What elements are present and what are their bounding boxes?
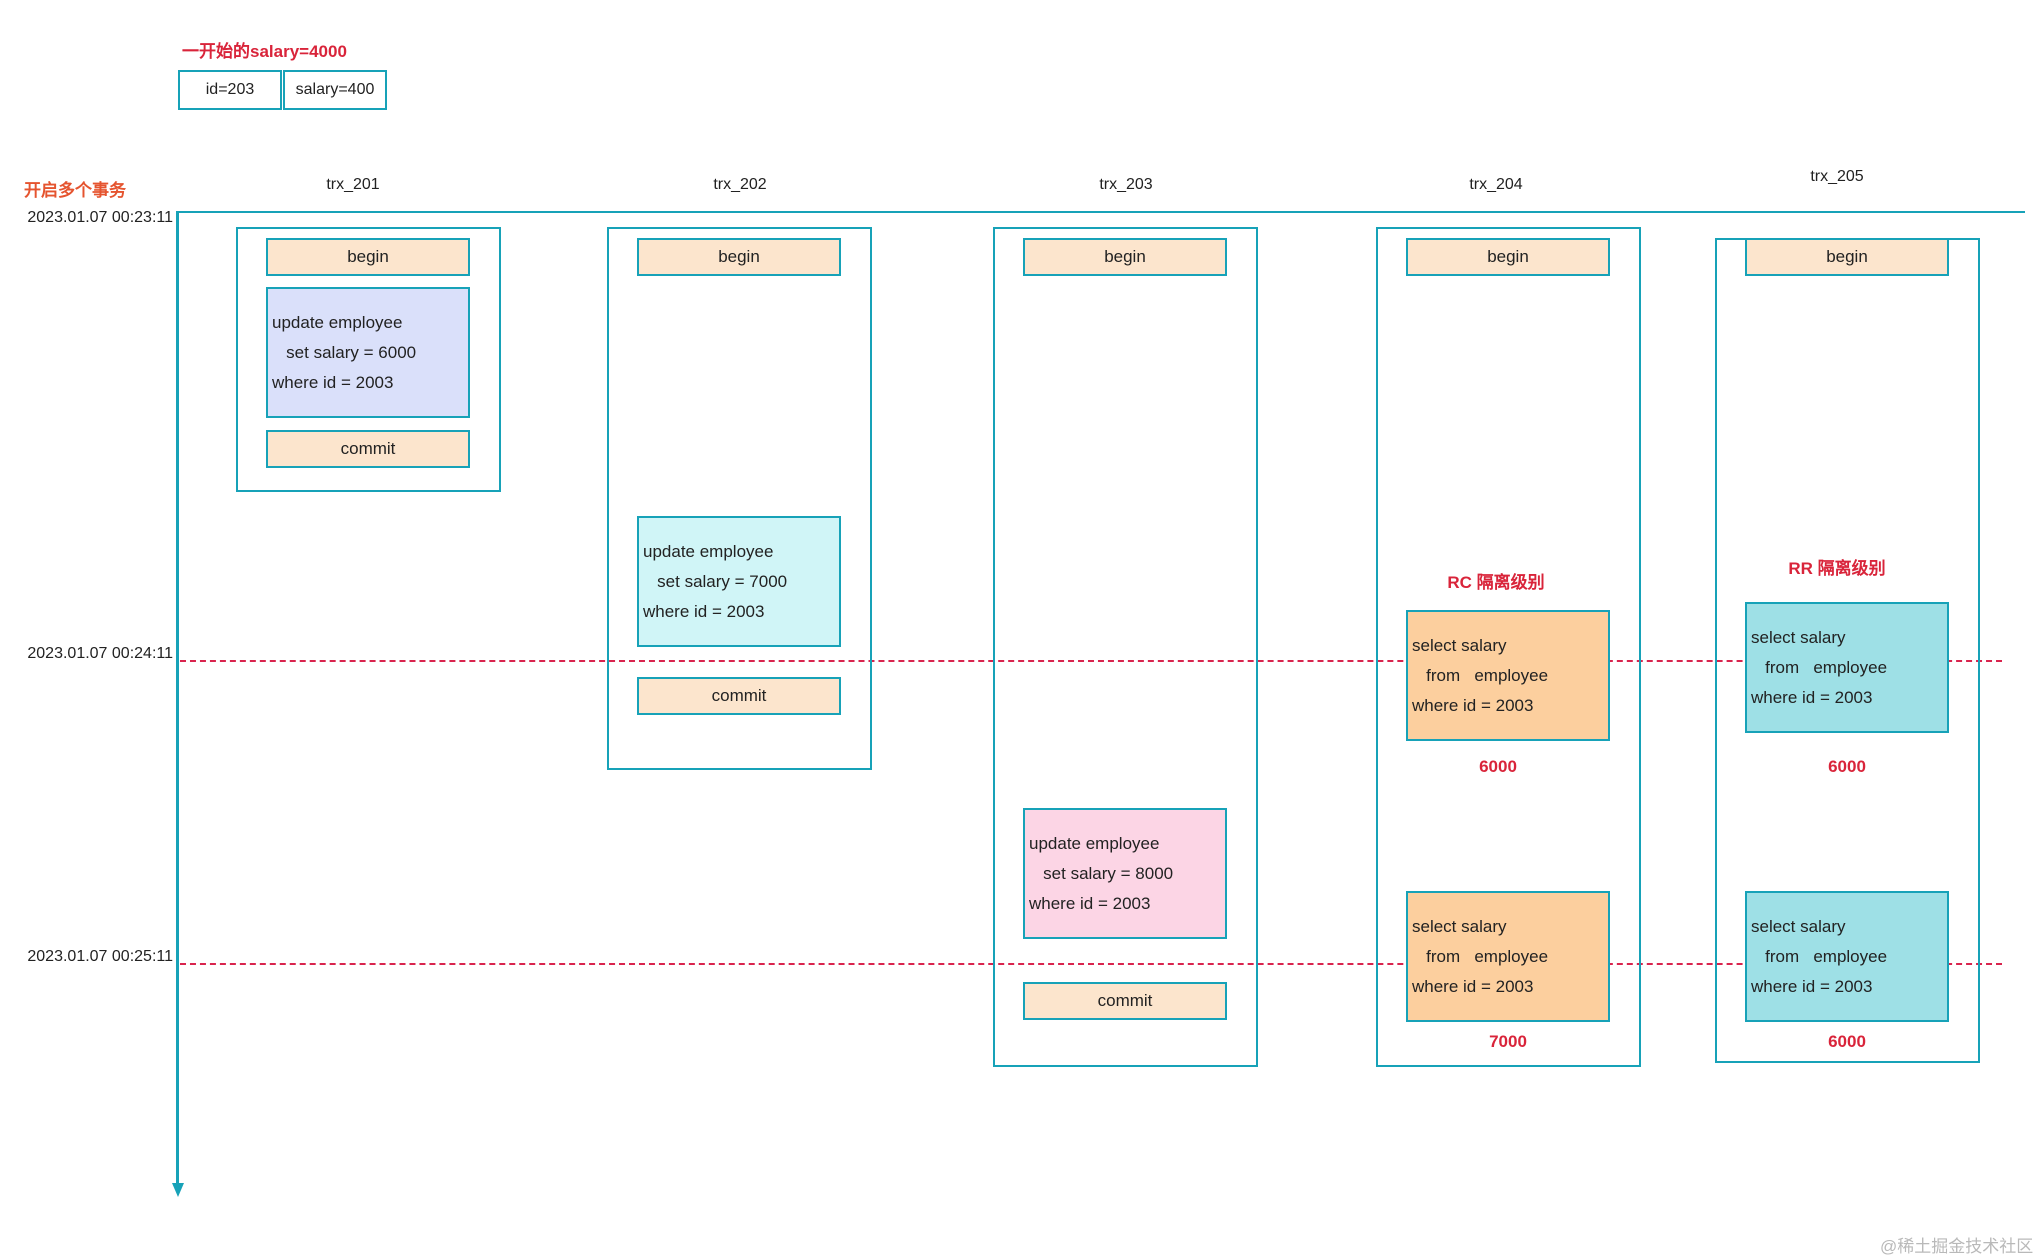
trx-203-box	[993, 227, 1258, 1067]
initial-salary-cell: salary=400	[283, 70, 387, 110]
sql-line: set salary = 6000	[272, 342, 417, 362]
sql-line: select salary	[1751, 916, 1846, 936]
sql-line: update employee	[272, 312, 403, 332]
trx-204-begin: begin	[1406, 238, 1610, 276]
sql-line: where id = 2003	[1029, 893, 1151, 913]
time-axis-horizontal	[177, 211, 2025, 213]
sql-line: from employee	[1751, 946, 1888, 966]
trx-204-select-1: select salary from employee where id = 2…	[1406, 610, 1610, 741]
time-axis-vertical	[176, 211, 179, 1187]
sql-line: where id = 2003	[1412, 695, 1534, 715]
trx-203-begin: begin	[1023, 238, 1227, 276]
sql-line: where id = 2003	[1751, 687, 1873, 707]
time-marker-line-2	[180, 660, 2002, 662]
trx-201-begin: begin	[266, 238, 470, 276]
trx-205-begin: begin	[1745, 238, 1949, 276]
sql-line: update employee	[643, 541, 774, 561]
trx-label-202: trx_202	[713, 176, 767, 193]
trx-204-result-1: 6000	[1479, 757, 1517, 776]
time-axis-arrow-icon	[172, 1183, 184, 1197]
trx-201-update-statement: update employee set salary = 6000 where …	[266, 287, 470, 418]
trx-205-isolation-label: RR 隔离级别	[1788, 559, 1886, 578]
sql-line: update employee	[1029, 833, 1160, 853]
trx-203-update-statement: update employee set salary = 8000 where …	[1023, 808, 1227, 939]
trx-204-result-2: 7000	[1489, 1032, 1527, 1051]
sql-line: where id = 2003	[1751, 976, 1873, 996]
trx-202-box	[607, 227, 872, 770]
trx-205-result-1: 6000	[1828, 757, 1866, 776]
time-label-1: 2023.01.07 00:23:11	[27, 209, 173, 226]
trx-202-update-statement: update employee set salary = 7000 where …	[637, 516, 841, 647]
trx-label-205: trx_205	[1810, 168, 1864, 185]
trx-label-203: trx_203	[1099, 176, 1153, 193]
time-marker-line-3	[180, 963, 2002, 965]
time-label-2: 2023.01.07 00:24:11	[27, 645, 173, 662]
initial-state-title: 一开始的salary=4000	[182, 42, 347, 61]
sql-line: set salary = 7000	[643, 571, 788, 591]
sql-line: where id = 2003	[643, 601, 765, 621]
sql-line: from employee	[1751, 657, 1888, 677]
trx-label-204: trx_204	[1469, 176, 1523, 193]
watermark: @稀土掘金技术社区	[1880, 1237, 2034, 1256]
sql-line: where id = 2003	[1412, 976, 1534, 996]
trx-205-select-1: select salary from employee where id = 2…	[1745, 602, 1949, 733]
trx-204-box	[1376, 227, 1641, 1067]
trx-201-commit: commit	[266, 430, 470, 468]
timeline-title: 开启多个事务	[24, 181, 126, 200]
trx-202-begin: begin	[637, 238, 841, 276]
trx-205-result-2: 6000	[1828, 1032, 1866, 1051]
sql-line: set salary = 8000	[1029, 863, 1174, 883]
trx-204-select-2: select salary from employee where id = 2…	[1406, 891, 1610, 1022]
trx-202-commit: commit	[637, 677, 841, 715]
initial-id-cell: id=203	[178, 70, 282, 110]
sql-line: where id = 2003	[272, 372, 394, 392]
sql-line: select salary	[1751, 627, 1846, 647]
trx-label-201: trx_201	[326, 176, 380, 193]
trx-204-isolation-label: RC 隔离级别	[1447, 573, 1545, 592]
time-label-3: 2023.01.07 00:25:11	[27, 948, 173, 965]
trx-201-box	[236, 227, 501, 492]
trx-203-commit: commit	[1023, 982, 1227, 1020]
sql-line: from employee	[1412, 946, 1549, 966]
sql-line: select salary	[1412, 635, 1507, 655]
trx-205-select-2: select salary from employee where id = 2…	[1745, 891, 1949, 1022]
sql-line: select salary	[1412, 916, 1507, 936]
sql-line: from employee	[1412, 665, 1549, 685]
